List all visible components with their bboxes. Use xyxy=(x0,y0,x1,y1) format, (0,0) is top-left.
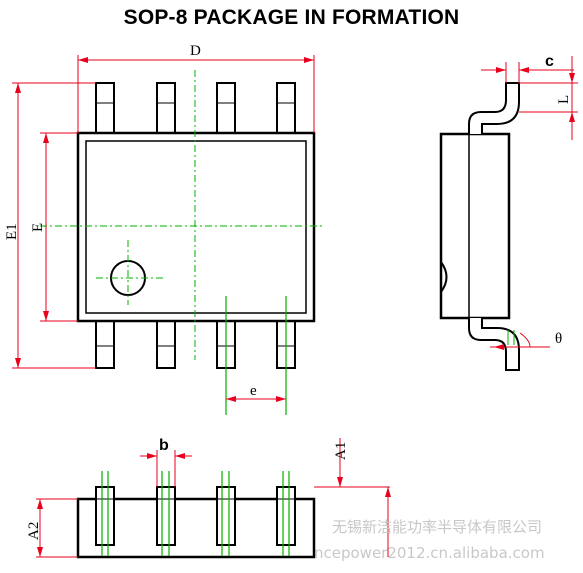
label-E1: E1 xyxy=(4,223,20,240)
dimension-A1 xyxy=(314,438,390,488)
label-b: b xyxy=(159,437,169,454)
watermark-line2: ncepower2012.cn.alibaba.com xyxy=(314,544,545,562)
label-L: L xyxy=(556,95,572,104)
dimension-c xyxy=(481,62,574,83)
dimension-A2 xyxy=(36,487,391,558)
side-lead-bottom xyxy=(468,318,520,371)
dimension-L xyxy=(519,56,578,140)
dimension-b xyxy=(140,450,192,487)
front-view: b A1 A2 xyxy=(26,437,391,559)
pin-1-top xyxy=(95,82,115,134)
package-body xyxy=(76,131,316,323)
front-body xyxy=(76,497,316,559)
dimension-e xyxy=(226,396,286,402)
label-A1: A1 xyxy=(333,442,349,460)
dimension-theta xyxy=(490,332,550,350)
dimension-E1 xyxy=(12,82,96,369)
label-c: c xyxy=(545,53,554,70)
label-D: D xyxy=(190,43,201,59)
label-E: E xyxy=(30,223,46,232)
top-view: D E1 E e xyxy=(4,43,325,415)
page-title: SOP-8 PACKAGE IN FORMATION xyxy=(123,6,460,29)
pin-3-top xyxy=(216,82,236,134)
pin-centerlines xyxy=(225,296,287,415)
package-body-inner xyxy=(85,140,307,314)
front-pin-centerlines xyxy=(101,471,290,556)
side-body xyxy=(439,132,511,320)
pin-2-top xyxy=(156,82,176,134)
side-view: c L θ xyxy=(439,53,578,371)
dimension-D xyxy=(77,55,315,133)
watermark-line1: 无锡新洁能功率半导体有限公司 xyxy=(332,518,542,536)
pin-2-bottom xyxy=(156,317,176,369)
pin-4-top xyxy=(276,82,296,134)
side-notch xyxy=(440,261,448,293)
dimension-E xyxy=(40,132,78,322)
centerlines xyxy=(40,70,325,360)
side-lead-top xyxy=(468,82,520,134)
label-e: e xyxy=(250,383,257,399)
label-A2: A2 xyxy=(26,522,42,540)
label-theta: θ xyxy=(555,331,562,347)
pin-1-bottom xyxy=(95,317,115,369)
